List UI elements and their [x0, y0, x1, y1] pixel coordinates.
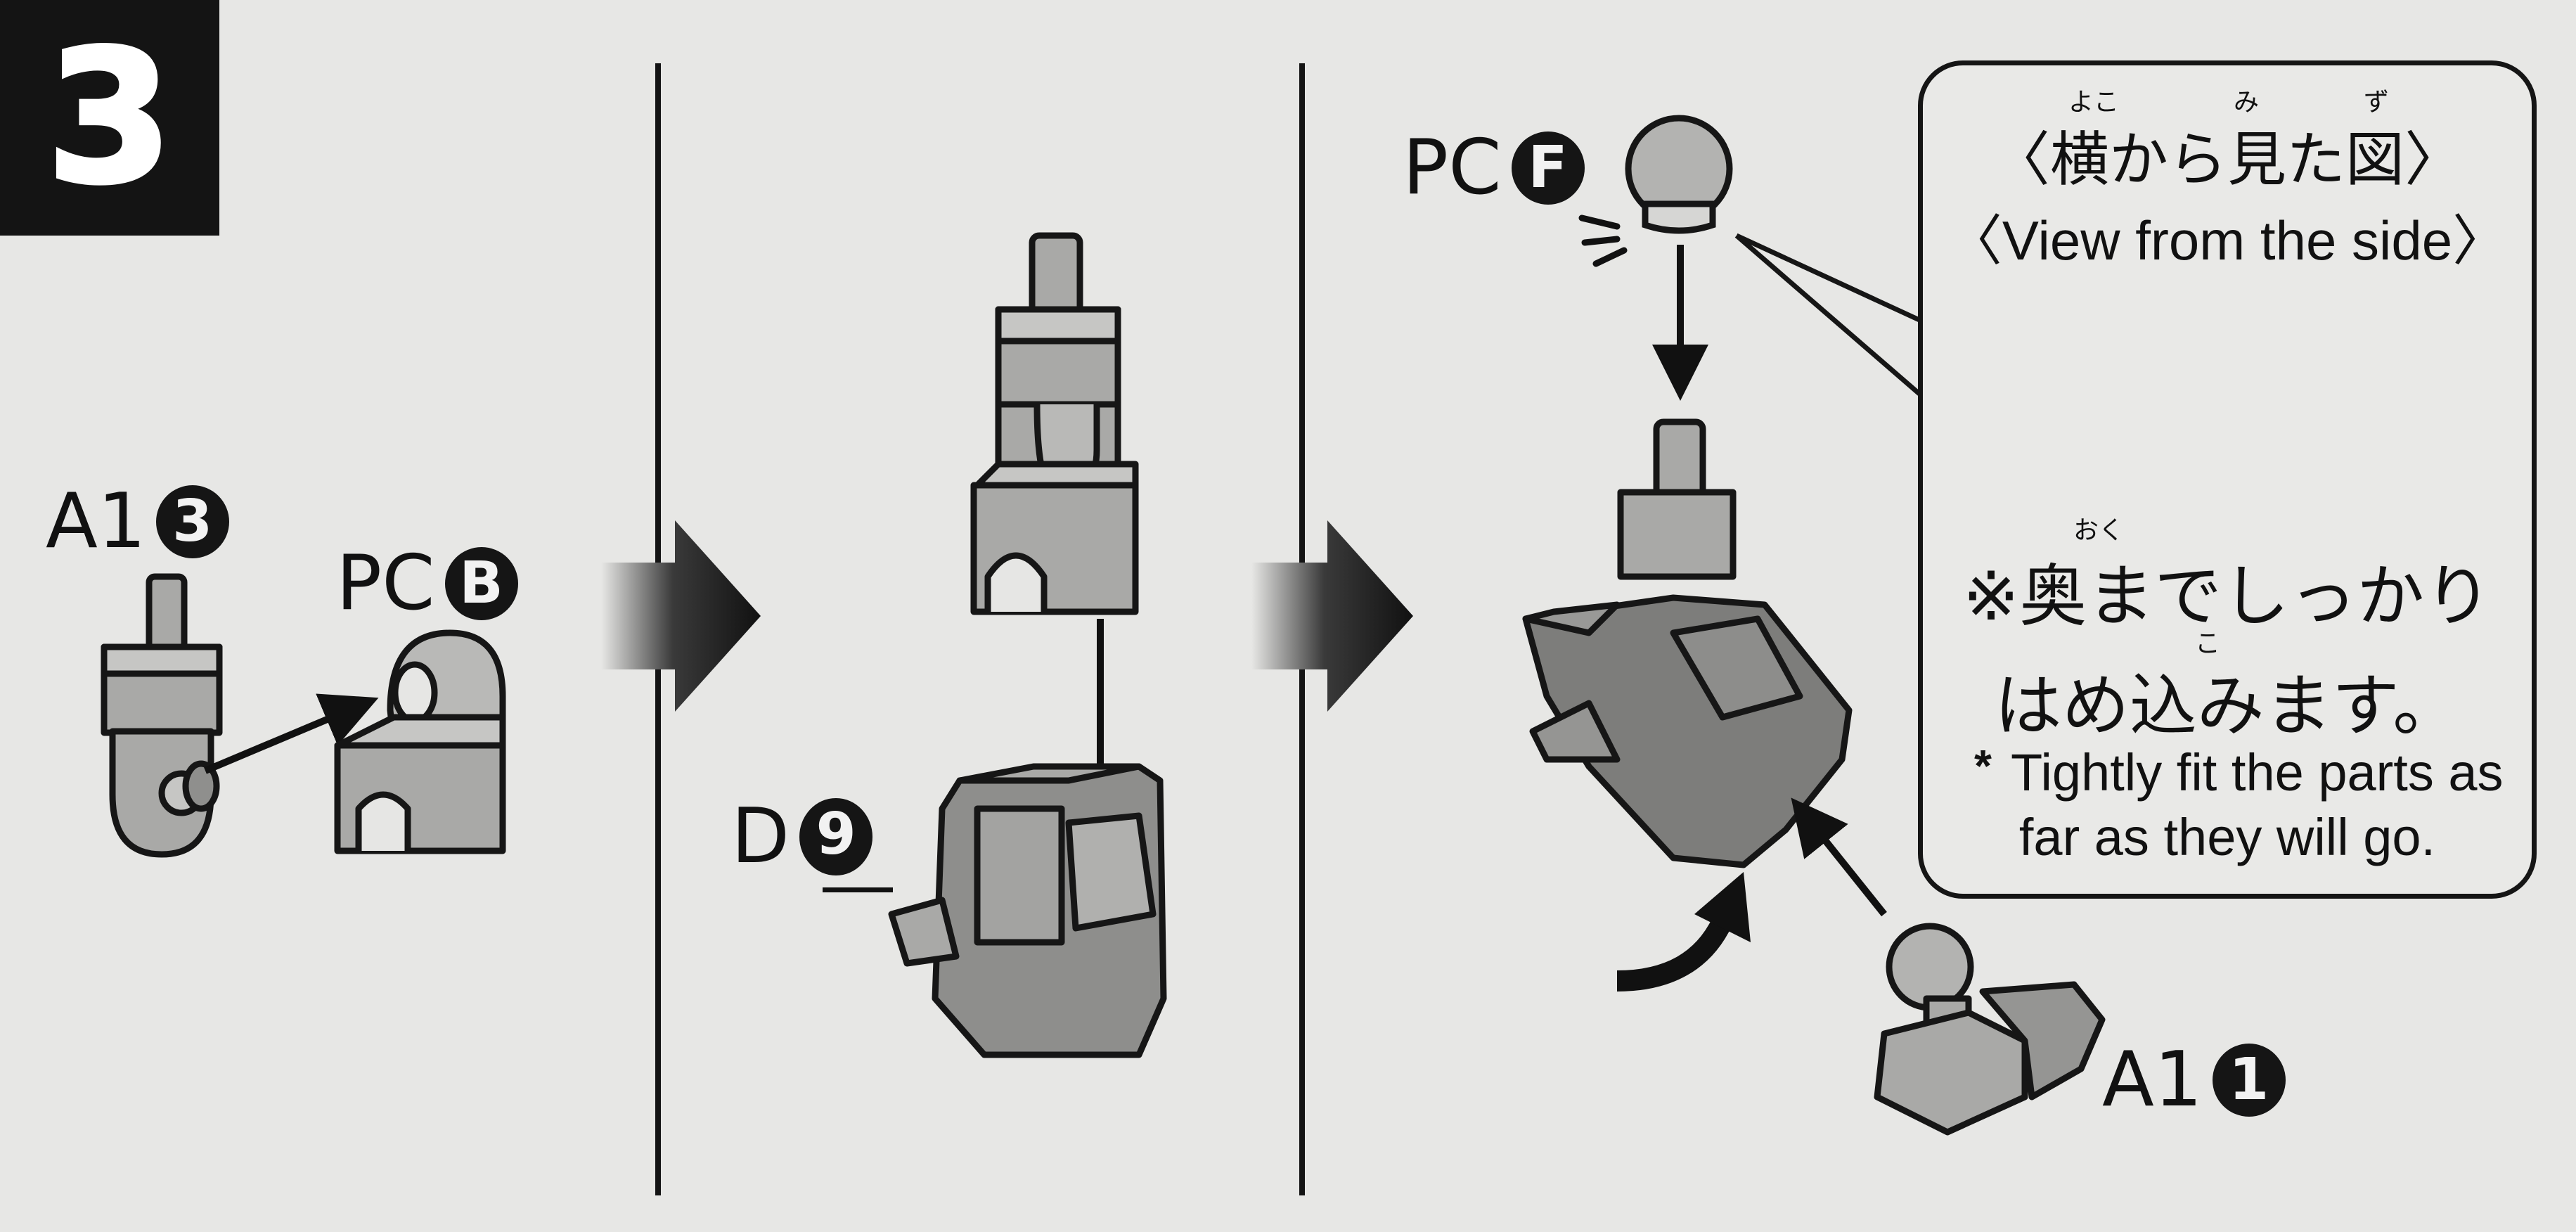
part-pc-b-drawing [334, 629, 506, 854]
label-pc-b: PC B [336, 546, 518, 622]
label-pc-b-code: PC [336, 539, 435, 627]
step-number-badge: 3 [0, 0, 219, 236]
emphasis-marks [1578, 214, 1628, 267]
ruby-ko: こ [2194, 629, 2220, 658]
rotate-arrow-icon [1694, 872, 1751, 942]
part-assembled-body-drawing [1522, 418, 1853, 868]
callout-title-jp: 〈横から見た図〉 [1990, 125, 2464, 194]
label-d-9-underline [823, 887, 893, 892]
label-pc-f-code: PC [1403, 124, 1502, 212]
part-d-9-drawing [888, 763, 1167, 1058]
ruby-zu: ず [2363, 88, 2389, 117]
note-en-line1: Tightly fit the parts as [2011, 743, 2504, 802]
insert-arrow-icon [204, 693, 379, 774]
part-assembled-upper-drawing [970, 232, 1139, 615]
label-d-9-number: 9 [799, 798, 873, 875]
part-pc-f-drawing [1625, 115, 1733, 234]
callout-pointer [1734, 233, 1921, 396]
label-pc-f: PC F [1403, 130, 1585, 206]
part-a1-3-drawing [101, 573, 223, 858]
part-a1-1-drawing [1874, 923, 2106, 1136]
label-a1-1: A1 1 [2102, 1042, 2286, 1118]
step-number: 3 [44, 11, 176, 224]
step-arrow-icon [601, 520, 761, 712]
note-en-line2: far as they will go. [2018, 808, 2436, 866]
step-arrow-icon [1251, 520, 1413, 712]
label-pc-f-letter: F [1511, 131, 1585, 205]
ruby-yoko: よこ [2068, 88, 2119, 117]
ruby-mi: み [2233, 88, 2259, 117]
label-a1-3-code: A1 [46, 477, 146, 565]
label-a1-3-number: 3 [155, 485, 229, 558]
note-jp-line1: ※奥までしっかり [1962, 557, 2492, 636]
label-a1-3: A1 3 [46, 484, 229, 560]
ruby-oku: おく [2073, 516, 2124, 545]
label-a1-1-code: A1 [2102, 1036, 2203, 1124]
callout-title-en: 〈View from the side〉 [1947, 210, 2508, 271]
note-jp-line2: はめ込みます。 [1994, 667, 2461, 745]
label-d-9: D 9 [731, 793, 873, 880]
label-a1-1-number: 1 [2212, 1044, 2286, 1117]
label-d-9-code: D [731, 793, 790, 880]
note-en-mark: * [1974, 740, 1992, 791]
label-pc-b-letter: B [444, 547, 518, 620]
insert-arrow-icon [1791, 797, 1887, 917]
rotate-arrow-icon [1616, 916, 1732, 992]
side-view-callout [1918, 60, 2537, 899]
